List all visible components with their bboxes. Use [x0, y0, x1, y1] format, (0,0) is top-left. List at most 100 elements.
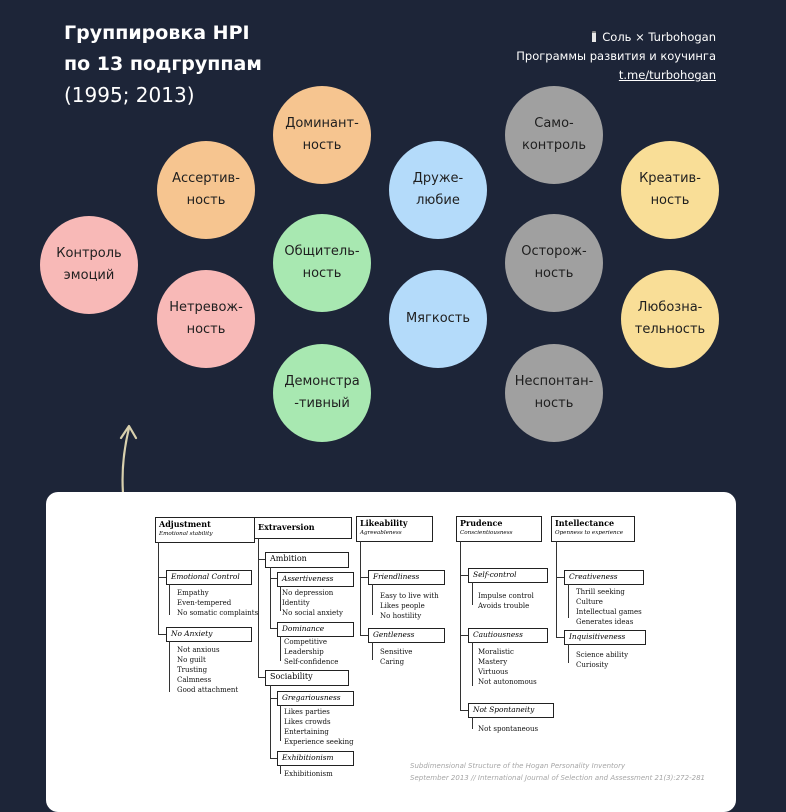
exhibitionism-label: Exhibitionism: [282, 753, 334, 762]
likeability-header: Likeability Agreeableness: [356, 516, 433, 542]
ambition-box: Ambition: [265, 552, 349, 568]
connector-line: [169, 584, 170, 615]
hpi-structure-panel: Adjustment Emotional stability Emotional…: [46, 492, 736, 812]
intellectance-header: Intellectance Openness to experience: [551, 516, 635, 542]
connector-line: [158, 577, 166, 578]
exhibitionism-box: Exhibitionism: [277, 751, 354, 766]
self-control-items: Impulse control Avoids trouble: [478, 591, 534, 611]
list-item: Not spontaneous: [478, 725, 539, 733]
list-item: Even-tempered: [177, 599, 232, 607]
friendliness-box: Friendliness: [368, 570, 445, 585]
list-item: Generates ideas: [576, 618, 634, 626]
assertiveness-label: Assertiveness: [282, 574, 334, 583]
connector-line: [360, 541, 361, 636]
list-item: Likes people: [380, 602, 425, 610]
connector-line: [472, 582, 473, 605]
list-item: Caring: [380, 658, 405, 666]
no-anxiety-box: No Anxiety: [166, 627, 252, 642]
brand-tagline: Программы развития и коучинга: [516, 49, 716, 63]
gregariousness-items: Likes parties Likes crowds Entertaining …: [284, 707, 354, 747]
circle-gentleness: Мягкость: [389, 270, 487, 368]
prudence-header: Prudence Conscientiousness: [456, 516, 542, 542]
caption-line-1: Subdimensional Structure of the Hogan Pe…: [410, 762, 626, 770]
connector-line: [460, 710, 468, 711]
list-item: Self-confidence: [284, 658, 339, 666]
list-item: No hostility: [380, 612, 422, 620]
list-item: Competitive: [284, 638, 328, 646]
self-control-box: Self-control: [468, 568, 548, 583]
inquisitiveness-box: Inquisitiveness: [564, 630, 646, 645]
list-item: Identity: [282, 599, 310, 607]
creativeness-items: Thrill seeking Culture Intellectual game…: [576, 587, 642, 627]
list-item: Curiosity: [576, 661, 609, 669]
extraversion-title: Extraversion: [258, 522, 315, 532]
list-item: Likes crowds: [284, 718, 331, 726]
circle-inquisitiveness: Любозна- тельность: [621, 270, 719, 368]
adjustment-subtitle: Emotional stability: [159, 531, 213, 537]
gregariousness-box: Gregariousness: [277, 691, 354, 706]
circle-emotion-control: Контроль эмоций: [40, 216, 138, 314]
connector-line: [280, 765, 281, 774]
circle-dominance: Доминант- ность: [273, 86, 371, 184]
prudence-title: Prudence: [460, 518, 503, 528]
circle-label: Креатив- ность: [639, 171, 701, 208]
list-item: Calmness: [177, 676, 212, 684]
circle-label: Доминант- ность: [285, 116, 359, 153]
ambition-label: Ambition: [270, 554, 307, 563]
likeability-subtitle: Agreeableness: [360, 530, 402, 536]
list-item: Not anxious: [177, 646, 220, 654]
not-spontaneity-box: Not Spontaneity: [468, 703, 554, 718]
exhibitionism-items: Exhibitionism: [284, 769, 333, 779]
emotional-control-items: Empathy Even-tempered No somatic complai…: [177, 588, 258, 618]
list-item: Thrill seeking: [576, 588, 625, 596]
likeability-title: Likeability: [360, 518, 408, 528]
dominance-label: Dominance: [282, 624, 325, 633]
circle-self-control: Само- контроль: [505, 86, 603, 184]
list-item: Entertaining: [284, 728, 329, 736]
circle-label: Любозна- тельность: [634, 300, 706, 337]
circle-label: Ассертив- ность: [172, 171, 240, 208]
connector-line: [556, 577, 564, 578]
gregariousness-label: Gregariousness: [282, 693, 341, 702]
list-item: Mastery: [478, 658, 508, 666]
list-item: Intellectual games: [576, 608, 642, 616]
dominance-items: Competitive Leadership Self-confidence: [284, 637, 338, 667]
cautiousness-box: Cautiousness: [468, 628, 548, 643]
caption-line-2: September 2013 // International Journal …: [410, 774, 705, 782]
title-line-3: (1995; 2013): [64, 83, 195, 107]
prudence-subtitle: Conscientiousness: [460, 530, 513, 536]
connector-line: [169, 641, 170, 692]
connector-line: [158, 542, 159, 635]
brand-link[interactable]: t.me/turbohogan: [618, 68, 716, 82]
list-item: Science ability: [576, 651, 629, 659]
connector-line: [280, 705, 281, 741]
circle-label: Само- контроль: [521, 116, 587, 153]
connector-line: [258, 559, 265, 560]
self-control-label: Self-control: [473, 570, 517, 579]
list-item: Easy to live with: [380, 592, 439, 600]
circle-label: Нетревож- ность: [169, 300, 243, 337]
intellectance-subtitle: Openness to experience: [555, 530, 624, 536]
gentleness-box: Gentleness: [368, 628, 445, 643]
inquisitiveness-label: Inquisitiveness: [569, 632, 626, 641]
list-item: No depression: [282, 589, 334, 597]
connector-line: [556, 637, 564, 638]
connector-line: [360, 635, 368, 636]
not-spontaneity-items: Not spontaneous: [478, 724, 538, 734]
list-item: No somatic complaints: [177, 609, 259, 617]
connector-line: [270, 685, 271, 759]
cautiousness-items: Moralistic Mastery Virtuous Not autonomo…: [478, 647, 537, 687]
creativeness-box: Creativeness: [564, 570, 644, 585]
brand-name: Соль × Turbohogan: [516, 28, 716, 47]
connector-line: [158, 634, 166, 635]
circle-label: Мягкость: [405, 311, 471, 326]
list-item: Sensitive: [380, 648, 413, 656]
source-caption: Subdimensional Structure of the Hogan Pe…: [410, 760, 705, 784]
list-item: Experience seeking: [284, 738, 354, 746]
circle-friendliness: Друже- любие: [389, 141, 487, 239]
adjustment-title: Adjustment: [159, 519, 211, 529]
sociability-box: Sociability: [265, 670, 349, 686]
inquisitiveness-items: Science ability Curiosity: [576, 650, 628, 670]
list-item: Virtuous: [478, 668, 509, 676]
dominance-box: Dominance: [277, 622, 354, 637]
